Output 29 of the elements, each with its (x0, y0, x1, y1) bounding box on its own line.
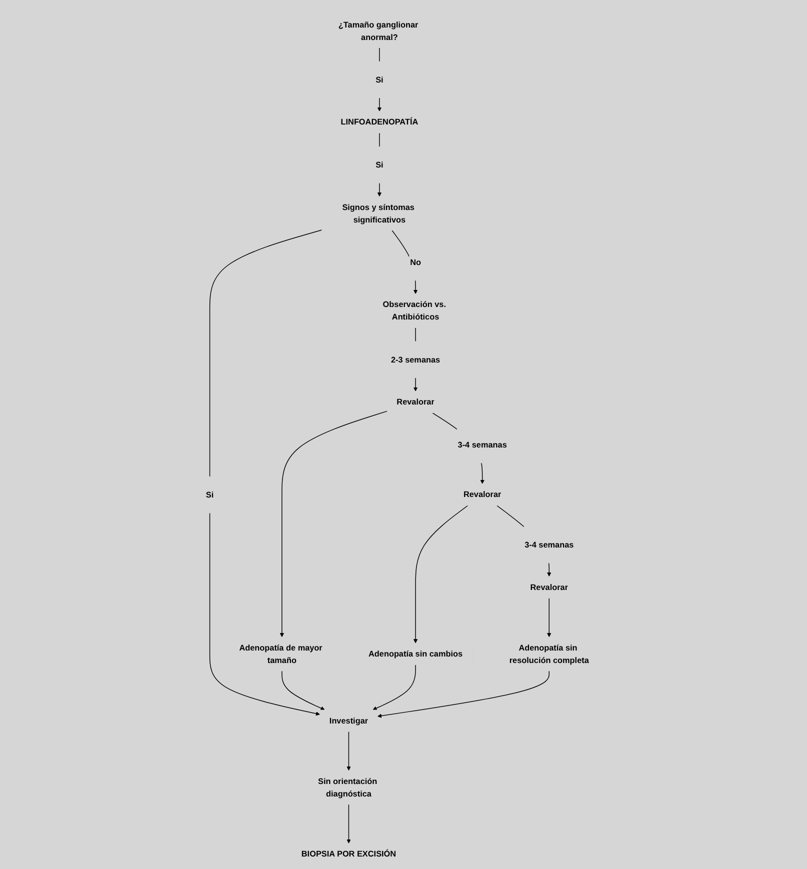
edge-label: Si (376, 160, 384, 170)
arrow (372, 664, 416, 710)
edge-label: 3-4 semanas (524, 540, 574, 550)
edge-label: 3-4 semanas (458, 440, 507, 450)
node-text: Sin orientación diagnóstica (318, 776, 378, 798)
arrow (280, 410, 388, 638)
arrow (346, 731, 351, 771)
arrow (346, 804, 351, 844)
arrow (413, 505, 468, 644)
node-text: Investigar (329, 716, 368, 726)
arrow (547, 598, 552, 638)
node-text: Observación vs. Antibióticos (382, 300, 446, 322)
node-text: Adenopatía sin resolución completa (509, 643, 589, 665)
arrow (282, 670, 325, 710)
arrow (209, 230, 322, 716)
node-text: Adenopatía de mayor tamaño (239, 643, 322, 665)
edge-label: No (410, 257, 421, 267)
node-text: Revalorar (463, 490, 502, 500)
node-text: Signos y síntomas significativos (342, 202, 414, 224)
edge-label: Si (206, 490, 214, 500)
node-text: ¿Tamaño ganglionar anormal? (338, 20, 418, 42)
node-text: LINFOADENOPATÍA (340, 117, 418, 127)
arrow (377, 670, 550, 718)
node-text: Revalorar (396, 397, 434, 407)
node-text: BIOPSIA POR EXCISIÓN (301, 850, 396, 859)
node-text: Revalorar (530, 582, 568, 592)
edge-label: 2-3 semanas (390, 354, 440, 364)
node-text: Adenopatía sin cambios (368, 649, 463, 658)
edge-label: Si (376, 74, 384, 84)
